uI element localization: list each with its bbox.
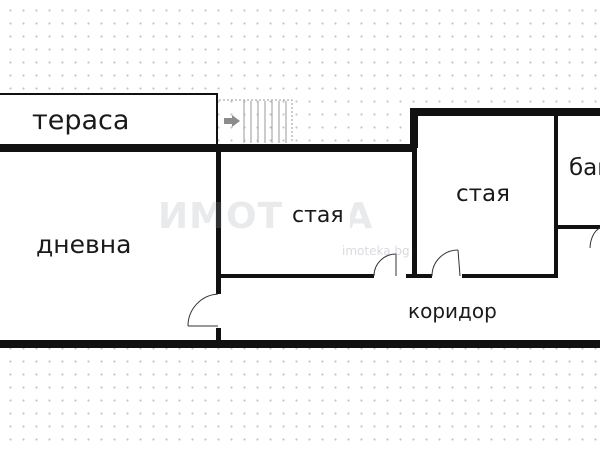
walls — [0, 108, 600, 348]
wall-mid-bottom — [406, 274, 432, 278]
wall-top-right — [410, 108, 600, 116]
wall-room1-room2 — [412, 148, 417, 276]
door-room2-leaf — [457, 249, 461, 277]
wall-step — [410, 108, 418, 148]
terrace-outline — [0, 93, 218, 144]
wall-top-left — [0, 144, 417, 152]
door-room1-arc — [373, 253, 397, 277]
label-corridor: коридор — [402, 294, 503, 328]
wall-room1-bottom — [219, 274, 374, 278]
label-living-room: дневна — [30, 228, 138, 262]
wall-living-right-upper — [216, 148, 221, 294]
label-room-2: стая — [450, 177, 516, 211]
door-living-arc — [187, 293, 219, 327]
label-terrace: тераса — [28, 104, 134, 138]
wall-room2-bath — [554, 114, 558, 278]
doors — [187, 227, 600, 327]
staircase — [219, 99, 293, 143]
upper-floor — [410, 110, 600, 150]
label-bathroom: бан — [563, 151, 600, 185]
door-room2-arc — [431, 249, 459, 277]
label-room-1: стая — [286, 199, 350, 233]
door-bath-arc — [589, 227, 600, 249]
watermark-site: imoteka.bg — [342, 244, 410, 258]
wall-bath-bottom — [554, 225, 600, 229]
wall-bottom — [0, 340, 600, 348]
stair-arrow-icon — [224, 115, 240, 127]
wall-living-right-lower — [216, 328, 221, 342]
wall-room2-bottom — [462, 274, 558, 278]
